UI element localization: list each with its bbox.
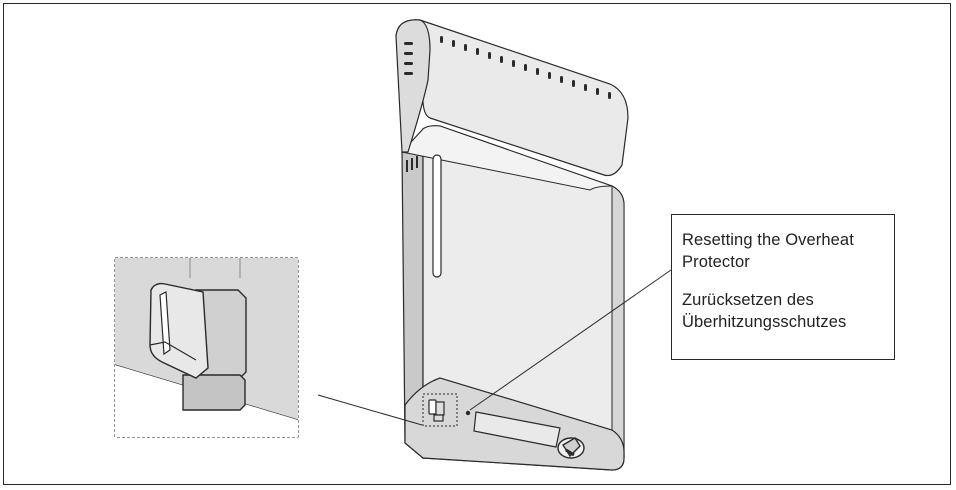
side-vents	[406, 156, 418, 172]
heater-top-face	[401, 125, 613, 191]
detail-inset	[114, 257, 299, 438]
zoom-leader-line	[317, 394, 423, 426]
callout-en-line1: Resetting the Overheat	[682, 231, 854, 249]
cover-vent-holes	[440, 36, 611, 99]
callout-box: Resetting the Overheat Protector Zurücks…	[671, 214, 895, 360]
reset-hole	[465, 410, 471, 416]
callout-de-line2: Überhitzungsschutzes	[682, 313, 847, 331]
display-window	[473, 411, 561, 448]
overheat-switch	[428, 399, 445, 422]
control-panel	[404, 377, 625, 471]
callout-german: Zurücksetzen des Überhitzungsschutzes	[682, 289, 886, 333]
front-slot	[432, 154, 442, 278]
heater-top-cover	[395, 19, 629, 177]
heater-right-edge	[611, 185, 625, 471]
callout-en-line2: Protector	[682, 253, 750, 271]
zoom-marker	[422, 393, 458, 427]
control-knob	[557, 437, 585, 459]
callout-english: Resetting the Overheat Protector	[682, 229, 886, 273]
callout-de-line1: Zurücksetzen des	[682, 291, 814, 309]
figure-frame	[3, 3, 951, 485]
callout-leader-line	[469, 269, 672, 411]
cover-side-vents	[404, 42, 413, 75]
